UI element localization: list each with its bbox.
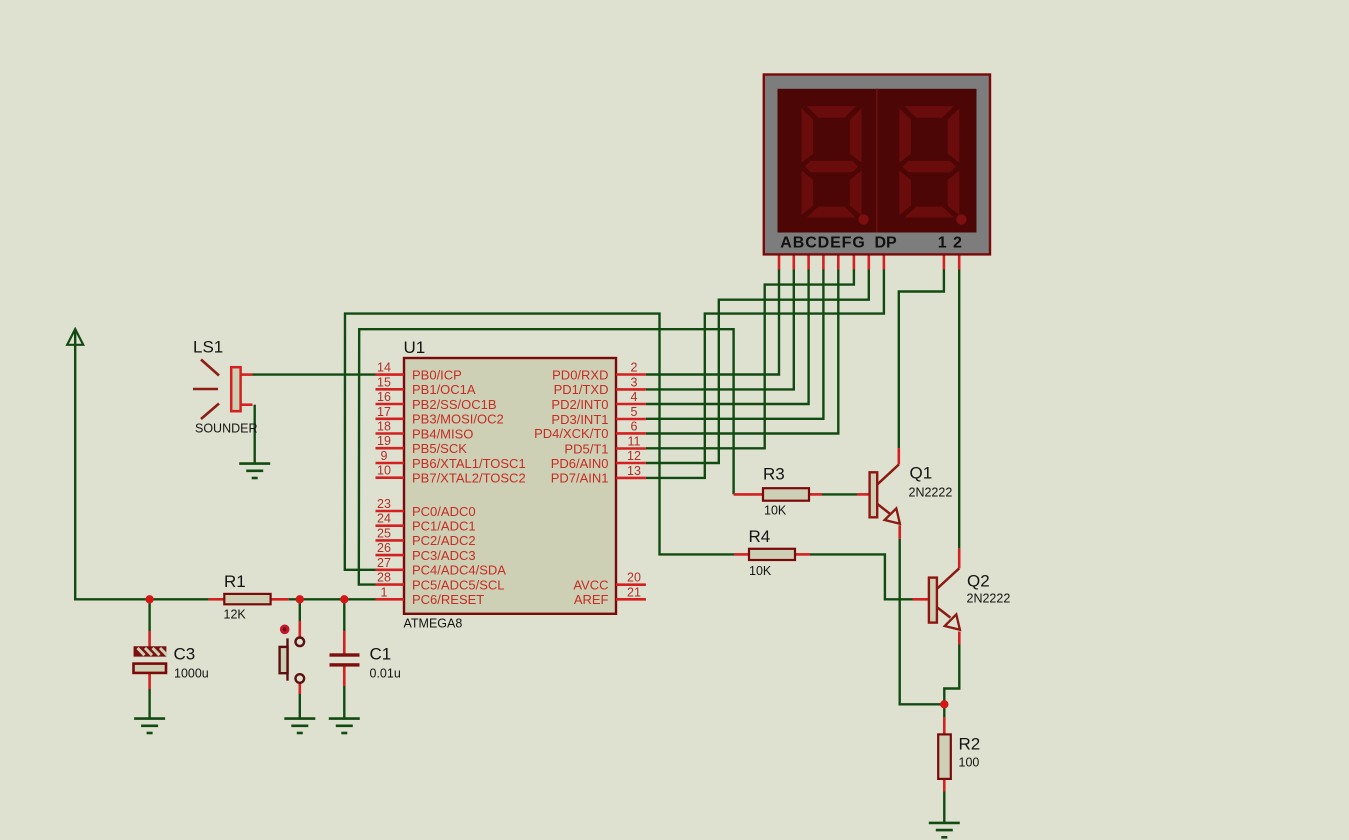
svg-text:PB3/MOSI/OC2: PB3/MOSI/OC2 (412, 412, 504, 427)
svg-text:0.01u: 0.01u (370, 667, 401, 681)
svg-text:1: 1 (381, 585, 388, 599)
svg-text:100: 100 (959, 756, 980, 770)
svg-text:PC3/ADC3: PC3/ADC3 (412, 548, 476, 563)
svg-text:PC2/ADC2: PC2/ADC2 (412, 533, 476, 548)
svg-text:PB5/SCK: PB5/SCK (412, 441, 467, 456)
svg-text:19: 19 (377, 434, 391, 448)
svg-text:Q2: Q2 (967, 572, 990, 591)
svg-text:PC6/RESET: PC6/RESET (412, 592, 484, 607)
svg-text:PB7/XTAL2/TOSC2: PB7/XTAL2/TOSC2 (412, 471, 526, 486)
svg-text:R2: R2 (959, 735, 981, 754)
svg-text:26: 26 (377, 541, 391, 555)
svg-text:23: 23 (377, 497, 391, 511)
svg-text:R3: R3 (763, 465, 785, 484)
svg-text:3: 3 (631, 375, 638, 389)
svg-text:20: 20 (627, 571, 641, 585)
svg-text:4: 4 (631, 390, 638, 404)
svg-text:21: 21 (627, 585, 641, 599)
svg-text:PD0/RXD: PD0/RXD (552, 367, 608, 382)
svg-text:17: 17 (377, 405, 391, 419)
svg-text:PB4/MISO: PB4/MISO (412, 426, 473, 441)
svg-text:PD5/T1: PD5/T1 (564, 441, 608, 456)
svg-text:15: 15 (377, 375, 391, 389)
svg-text:PC1/ADC1: PC1/ADC1 (412, 519, 476, 534)
svg-text:U1: U1 (404, 338, 426, 357)
svg-text:2: 2 (953, 235, 962, 252)
svg-text:ATMEGA8: ATMEGA8 (404, 617, 463, 631)
svg-text:PD1/TXD: PD1/TXD (554, 382, 609, 397)
svg-text:PD7/AIN1: PD7/AIN1 (551, 471, 609, 486)
svg-text:PD2/INT0: PD2/INT0 (551, 397, 608, 412)
svg-text:PC4/ADC4/SDA: PC4/ADC4/SDA (412, 563, 506, 578)
svg-text:DP: DP (875, 235, 898, 252)
svg-text:27: 27 (377, 556, 391, 570)
svg-text:SOUNDER: SOUNDER (195, 422, 258, 436)
svg-text:1: 1 (938, 235, 947, 252)
svg-text:AREF: AREF (574, 592, 609, 607)
svg-text:16: 16 (377, 390, 391, 404)
svg-text:10: 10 (377, 464, 391, 478)
svg-text:ABCDEFG: ABCDEFG (780, 235, 865, 252)
svg-text:PB2/SS/OC1B: PB2/SS/OC1B (412, 397, 497, 412)
svg-text:13: 13 (627, 464, 641, 478)
svg-text:28: 28 (377, 571, 391, 585)
svg-text:1000u: 1000u (174, 667, 209, 681)
svg-text:18: 18 (377, 420, 391, 434)
svg-text:PD6/AIN0: PD6/AIN0 (551, 456, 609, 471)
svg-text:2N2222: 2N2222 (909, 486, 953, 500)
svg-text:R1: R1 (224, 572, 246, 591)
svg-text:PC5/ADC5/SCL: PC5/ADC5/SCL (412, 577, 504, 592)
svg-text:R4: R4 (749, 527, 771, 546)
svg-text:11: 11 (628, 435, 641, 449)
svg-text:PD4/XCK/T0: PD4/XCK/T0 (534, 426, 608, 441)
svg-text:2N2222: 2N2222 (967, 592, 1011, 606)
svg-text:PC0/ADC0: PC0/ADC0 (412, 504, 476, 519)
svg-text:2: 2 (631, 361, 638, 375)
svg-text:PD3/INT1: PD3/INT1 (551, 412, 608, 427)
svg-text:10K: 10K (749, 564, 772, 578)
svg-text:LS1: LS1 (193, 338, 223, 357)
svg-text:9: 9 (381, 449, 388, 463)
svg-text:6: 6 (631, 419, 638, 433)
svg-text:C3: C3 (174, 645, 196, 664)
svg-text:12K: 12K (224, 608, 247, 622)
svg-text:PB6/XTAL1/TOSC1: PB6/XTAL1/TOSC1 (412, 456, 526, 471)
svg-text:AVCC: AVCC (573, 578, 608, 593)
svg-text:14: 14 (377, 361, 391, 375)
svg-text:5: 5 (631, 405, 638, 419)
svg-text:25: 25 (377, 526, 391, 540)
svg-text:PB1/OC1A: PB1/OC1A (412, 382, 476, 397)
svg-text:12: 12 (627, 449, 641, 463)
svg-text:C1: C1 (370, 645, 392, 664)
svg-text:10K: 10K (764, 504, 787, 518)
svg-text:PB0/ICP: PB0/ICP (412, 367, 462, 382)
svg-text:24: 24 (377, 512, 391, 526)
svg-text:Q1: Q1 (910, 464, 933, 483)
